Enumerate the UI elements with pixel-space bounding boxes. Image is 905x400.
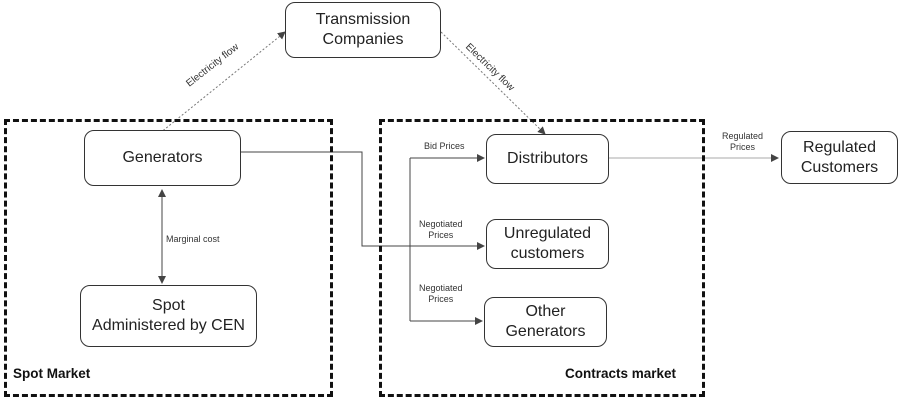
distributors-node[interactable]: Distributors bbox=[486, 134, 609, 184]
edge-generators-transmission bbox=[159, 31, 286, 134]
spot-market-title: Spot Market bbox=[13, 366, 91, 381]
generators-node[interactable]: Generators bbox=[84, 130, 241, 186]
distributors-label: Distributors bbox=[507, 150, 588, 167]
regulated-prices-label: Regulated Prices bbox=[722, 131, 764, 152]
spot-node[interactable]: Spot Administered by CEN bbox=[80, 285, 257, 347]
transmission-companies-node[interactable]: Transmission Companies bbox=[285, 2, 441, 58]
regulated-customers-label: Regulated Customers bbox=[800, 138, 879, 176]
contracts-market-region bbox=[379, 119, 705, 397]
spot-market-region bbox=[4, 119, 333, 397]
unregulated-customers-label: Unregulated customers bbox=[503, 225, 592, 262]
unregulated-customers-node[interactable]: Unregulated customers bbox=[486, 219, 609, 269]
regulated-customers-node[interactable]: Regulated Customers bbox=[781, 131, 898, 184]
edge-transmission-distributors bbox=[440, 31, 546, 135]
negotiated-prices-2-label: Negotiated Prices bbox=[419, 283, 463, 304]
marginal-cost-label: Marginal cost bbox=[166, 234, 220, 244]
bid-prices-label: Bid Prices bbox=[424, 141, 465, 151]
negotiated-prices-1-label: Negotiated Prices bbox=[419, 219, 463, 240]
other-generators-node[interactable]: Other Generators bbox=[484, 297, 607, 347]
spot-label: Spot Administered by CEN bbox=[92, 297, 245, 334]
contracts-market-title: Contracts market bbox=[565, 366, 677, 381]
transmission-companies-label: Transmission Companies bbox=[315, 11, 411, 48]
generators-label: Generators bbox=[122, 149, 203, 166]
other-generators-label: Other Generators bbox=[505, 303, 586, 340]
edge-generators-unregulated bbox=[241, 151, 485, 250]
